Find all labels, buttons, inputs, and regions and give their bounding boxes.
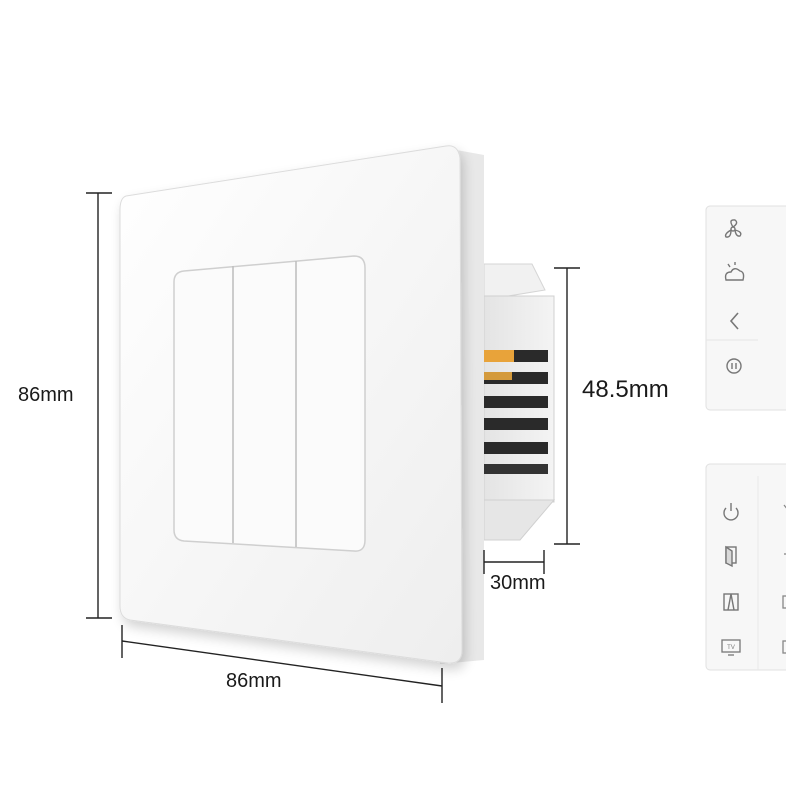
partial-icons xyxy=(782,504,786,654)
height-dimension-label: 86mm xyxy=(18,384,74,406)
back-arrow-icon xyxy=(729,312,739,330)
partial-curtain-icon xyxy=(782,595,786,609)
power-icon xyxy=(723,503,739,521)
back-box-vents xyxy=(484,350,548,474)
touch-panel-top xyxy=(705,205,786,411)
door-icon xyxy=(725,545,737,568)
partial-tv-icon xyxy=(782,640,786,654)
touch-panel-bottom: TV xyxy=(705,463,786,671)
width-dimension-label: 86mm xyxy=(226,670,282,692)
tv-icon: TV xyxy=(721,639,741,656)
box-width-dimension-label: 30mm xyxy=(490,572,546,594)
dim-width-line xyxy=(121,640,443,687)
dimension-lines xyxy=(86,192,580,703)
weather-icon xyxy=(724,262,745,281)
depth-dimension-label: 48.5mm xyxy=(582,376,669,403)
tv-icon-text: TV xyxy=(727,645,735,651)
curtain-icon xyxy=(723,593,739,611)
fan-icon xyxy=(724,219,742,238)
partial-arrow-icon xyxy=(783,504,786,509)
pause-icon xyxy=(726,358,742,374)
rocker-button-group xyxy=(173,255,366,552)
back-box xyxy=(483,263,556,541)
